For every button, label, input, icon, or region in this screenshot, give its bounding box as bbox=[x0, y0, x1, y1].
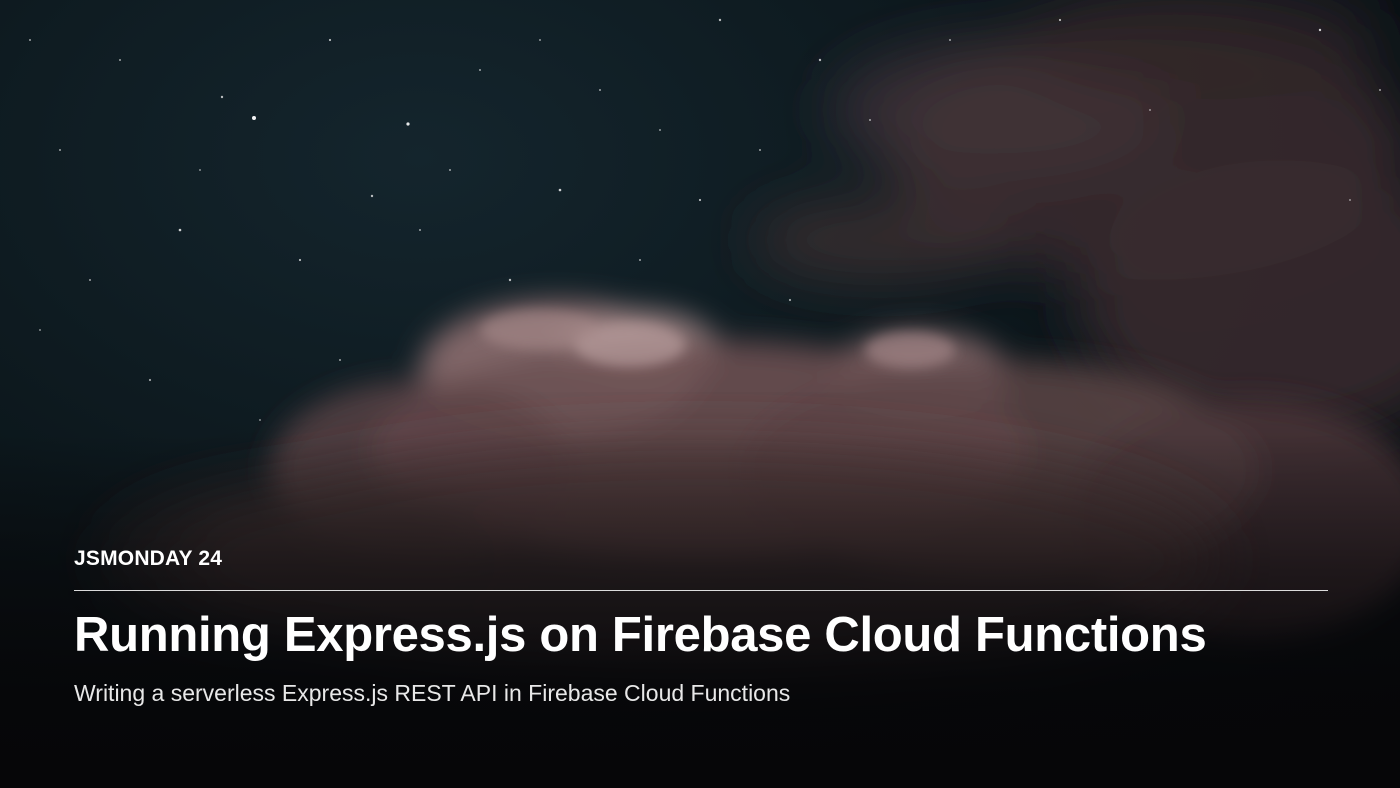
divider-line bbox=[74, 590, 1328, 591]
page-title: Running Express.js on Firebase Cloud Fun… bbox=[74, 608, 1207, 662]
page-subtitle: Writing a serverless Express.js REST API… bbox=[74, 680, 791, 706]
hero-text: JSMONDAY 24 Running Express.js on Fireba… bbox=[74, 544, 1328, 707]
series-label: JSMONDAY 24 bbox=[74, 547, 223, 570]
